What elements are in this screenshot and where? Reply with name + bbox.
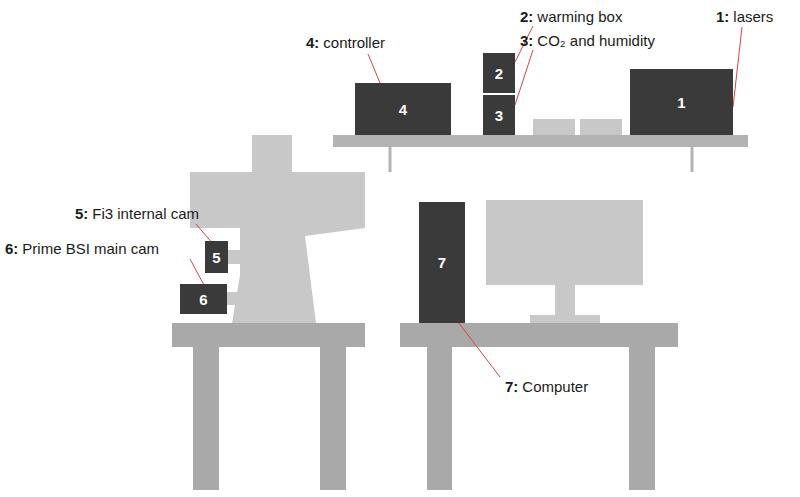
- leader-line: [515, 50, 533, 105]
- shelf-bracket: [691, 147, 694, 172]
- device-box: 3: [483, 95, 515, 135]
- table-top: [172, 323, 365, 347]
- camera-port: [226, 250, 242, 264]
- part-name: controller: [323, 34, 385, 51]
- table-leg: [629, 347, 655, 490]
- part-name: warming box: [537, 8, 622, 25]
- callout-number: 7:: [505, 378, 518, 395]
- part-name: Prime BSI main cam: [22, 240, 159, 257]
- callout-label: 2:warming box: [520, 8, 622, 25]
- device-box: 1: [630, 69, 733, 135]
- leader-line: [368, 54, 380, 83]
- callout-label: 7:Computer: [505, 378, 588, 395]
- callout-number: 6: [199, 291, 207, 308]
- callout-label: 5:Fi3 internal cam: [75, 205, 199, 222]
- device-box: 5: [205, 241, 228, 273]
- callout-label: 4:controller: [306, 34, 385, 51]
- part-name: Computer: [522, 378, 588, 395]
- microscope-head: [252, 135, 292, 175]
- small-device: [533, 119, 575, 135]
- monitor-neck: [555, 285, 575, 315]
- callout-number: 1:: [716, 8, 729, 25]
- callout-number: 2:: [520, 8, 533, 25]
- monitor-screen: [486, 200, 643, 285]
- callout-number: 5:: [75, 205, 88, 222]
- callout-label: 1:lasers: [716, 8, 773, 25]
- small-device: [580, 119, 622, 135]
- leader-line: [515, 26, 533, 62]
- camera-port: [225, 292, 242, 305]
- leader-line: [190, 259, 204, 285]
- leader-line: [458, 322, 500, 377]
- leader-line: [733, 27, 742, 107]
- table-leg: [320, 347, 346, 490]
- part-name: CO₂ and humidity: [537, 32, 655, 49]
- part-name: lasers: [733, 8, 773, 25]
- device-box: 7: [419, 202, 465, 323]
- part-name: Fi3 internal cam: [92, 205, 199, 222]
- device-box: 6: [180, 284, 227, 314]
- shelf: [333, 135, 748, 147]
- table-top: [400, 323, 678, 347]
- device-box: 2: [483, 53, 515, 93]
- monitor-base: [530, 315, 600, 323]
- table-leg: [427, 347, 452, 490]
- shelf-bracket: [389, 147, 392, 172]
- table-leg: [193, 347, 219, 490]
- device-box: 4: [355, 83, 451, 135]
- callout-number: 1: [677, 94, 685, 111]
- callout-number: 4:: [306, 34, 319, 51]
- callout-number: 2: [495, 65, 503, 82]
- callout-label: 6:Prime BSI main cam: [5, 240, 159, 257]
- callout-number: 3:: [520, 32, 533, 49]
- callout-label: 3:CO₂ and humidity: [520, 32, 655, 49]
- callout-number: 7: [438, 254, 446, 271]
- callout-number: 5: [212, 249, 220, 266]
- callout-number: 4: [399, 101, 407, 118]
- callout-number: 3: [495, 107, 503, 124]
- callout-number: 6:: [5, 240, 18, 257]
